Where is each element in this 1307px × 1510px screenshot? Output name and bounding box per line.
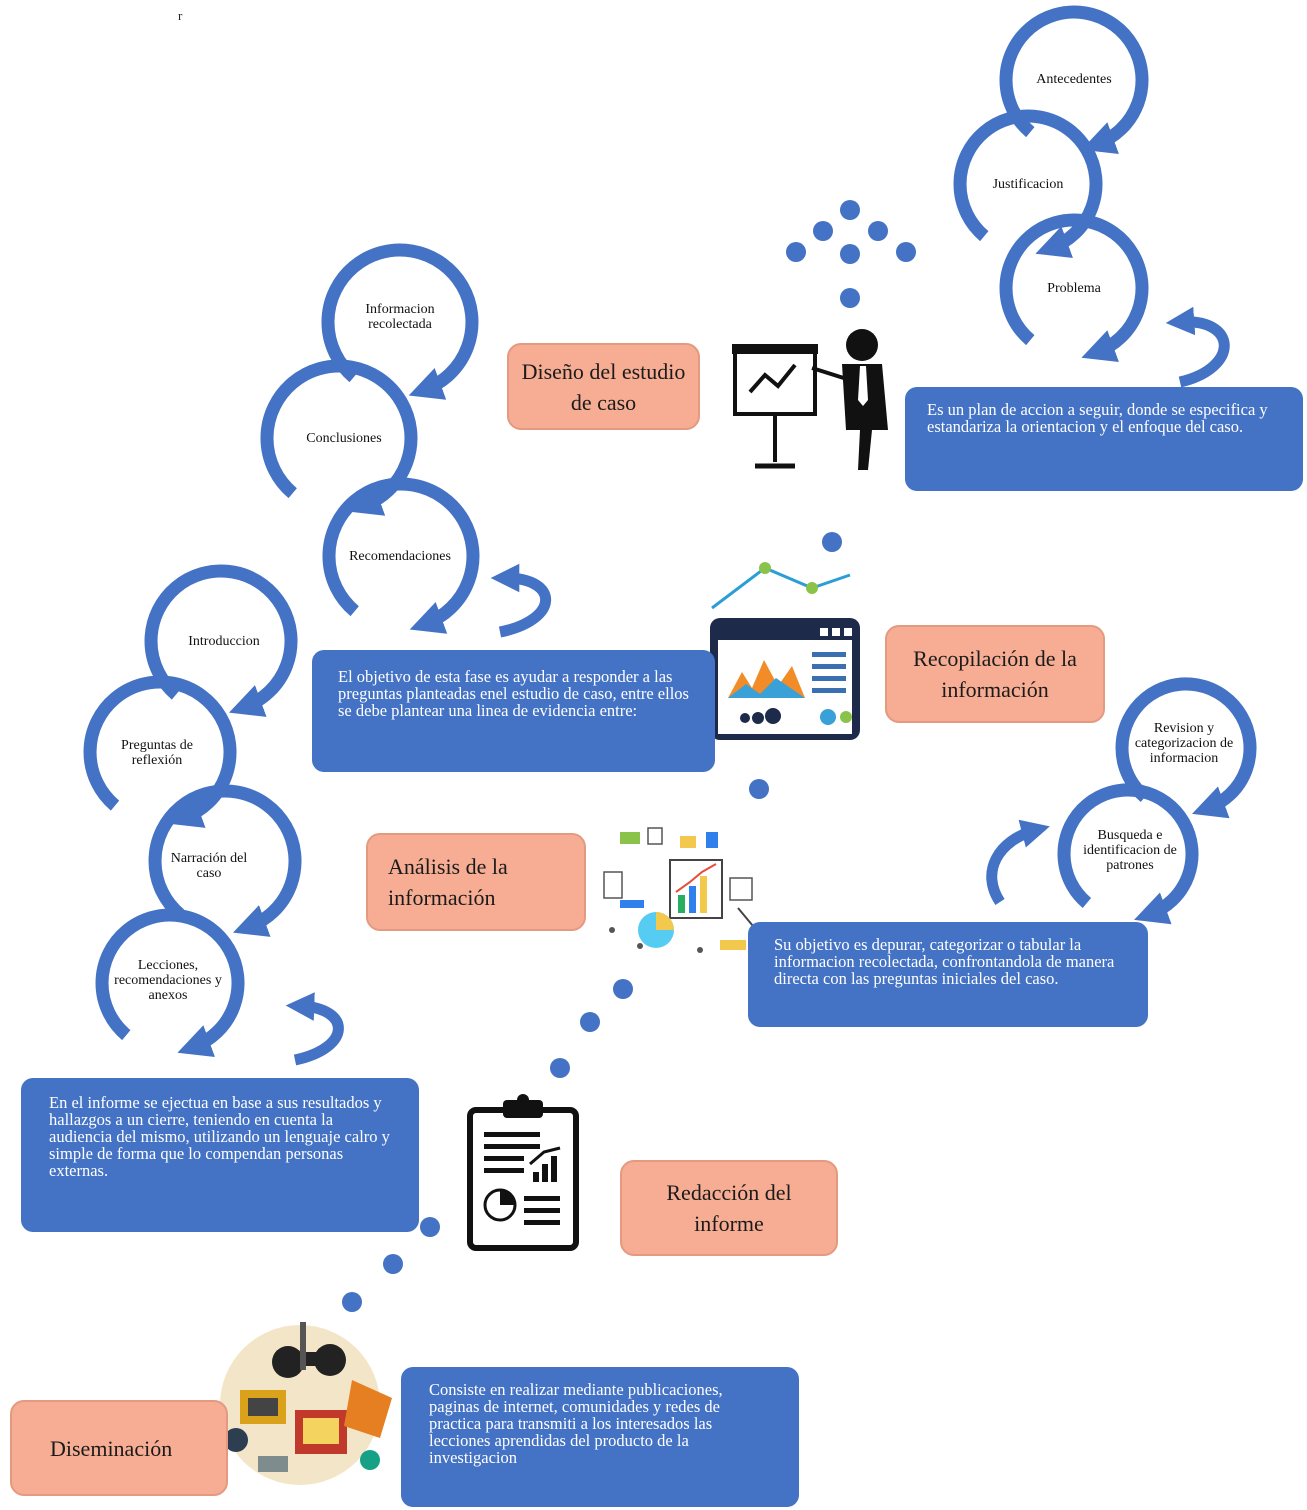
- description-analisis: Su objetivo es depurar, categorizar o ta…: [748, 922, 1148, 1027]
- cycle-label-justificacion: Justificacion: [992, 177, 1064, 192]
- clipboard-report-icon: [467, 1094, 579, 1251]
- cycle-label-introduccion: Introduccion: [188, 634, 260, 649]
- connector-dot: [749, 779, 769, 799]
- cycle-label-recomendaciones: Recomendaciones: [349, 549, 451, 564]
- data-analysis-illustration-icon: [603, 827, 759, 953]
- return-arrow: [1165, 306, 1230, 388]
- cycle-arrow: [144, 564, 298, 717]
- connector-dot: [580, 1012, 600, 1032]
- cycle-arrow: [999, 5, 1149, 154]
- connector-dot: [420, 1217, 440, 1237]
- description-recopilacion: El objetivo de esta fase es ayudar a res…: [312, 650, 715, 772]
- return-arrow: [490, 563, 552, 638]
- cycle-arrows: [83, 5, 1257, 1057]
- cycle-arrow: [1057, 783, 1199, 925]
- return-arrows: [285, 306, 1230, 1066]
- cycle-arrow: [1115, 677, 1257, 819]
- connector-dot: [840, 200, 860, 220]
- stage-diseno: Diseño del estudio de caso: [507, 343, 700, 430]
- stage-redaccion-label: Redacción del informe: [666, 1180, 792, 1236]
- cycle-label-narracion-caso: Narración del caso: [170, 851, 248, 881]
- cycle-arrow: [322, 477, 480, 634]
- cycle-arrow: [95, 908, 245, 1057]
- connector-dot: [840, 244, 860, 264]
- description-redaccion: En el informe se ejectua en base a sus r…: [21, 1078, 419, 1232]
- stage-diseminacion-label: Diseminación: [50, 1435, 173, 1461]
- cycle-arrow: [999, 213, 1149, 362]
- analytics-dashboard-icon: [710, 562, 860, 740]
- connector-dot: [550, 1058, 570, 1078]
- connector-dot: [868, 221, 888, 241]
- cycle-arrow: [260, 359, 418, 516]
- return-arrow: [986, 819, 1050, 906]
- connector-dot: [613, 979, 633, 999]
- cycle-label-revision-categorizacion: Revision y categorizacion de informacion: [1134, 721, 1234, 766]
- connector-dot: [822, 532, 842, 552]
- connector-dot: [896, 242, 916, 262]
- cycle-label-conclusiones: Conclusiones: [306, 431, 382, 446]
- presenter-with-chart-icon: [732, 329, 888, 470]
- description-diseno: Es un plan de accion a seguir, donde se …: [905, 387, 1303, 491]
- media-collage-icon: [220, 1322, 392, 1485]
- connector-dot: [813, 221, 833, 241]
- cycle-label-lecciones: Lecciones, recomendaciones y anexos: [114, 958, 222, 1003]
- cycle-label-preguntas-reflexion: Preguntas de reflexión: [121, 738, 193, 768]
- stage-diseminacion: Diseminación: [10, 1400, 228, 1496]
- cycle-label-busqueda-patrones: Busqueda e identificacion de patrones: [1083, 828, 1177, 873]
- cycle-arrow: [321, 243, 479, 400]
- stage-recopilacion-label: Recopilación de la información: [913, 646, 1077, 702]
- return-arrow: [285, 992, 344, 1066]
- stage-diseno-label: Diseño del estudio de caso: [521, 358, 686, 415]
- connector-dot: [786, 242, 806, 262]
- cycle-arrow: [83, 675, 237, 828]
- description-diseminacion: Consiste en realizar mediante publicacio…: [401, 1367, 799, 1507]
- stage-analisis-label: Análisis de la información: [388, 854, 508, 910]
- cycle-arrow: [148, 784, 302, 937]
- stage-recopilacion: Recopilación de la información: [885, 625, 1105, 723]
- cycle-arrow: [953, 109, 1103, 258]
- corner-mark: r: [178, 8, 183, 23]
- connector-dot: [840, 288, 860, 308]
- connector-dot: [383, 1254, 403, 1274]
- stage-analisis: Análisis de la información: [366, 833, 586, 931]
- cycle-label-problema: Problema: [1047, 281, 1101, 296]
- cycle-label-informacion-recolectada: Informacion recolectada: [365, 302, 435, 332]
- connector-dots: [342, 200, 916, 1312]
- connector-dot: [342, 1292, 362, 1312]
- cycle-label-antecedentes: Antecedentes: [1036, 72, 1112, 87]
- stage-redaccion: Redacción del informe: [620, 1160, 838, 1256]
